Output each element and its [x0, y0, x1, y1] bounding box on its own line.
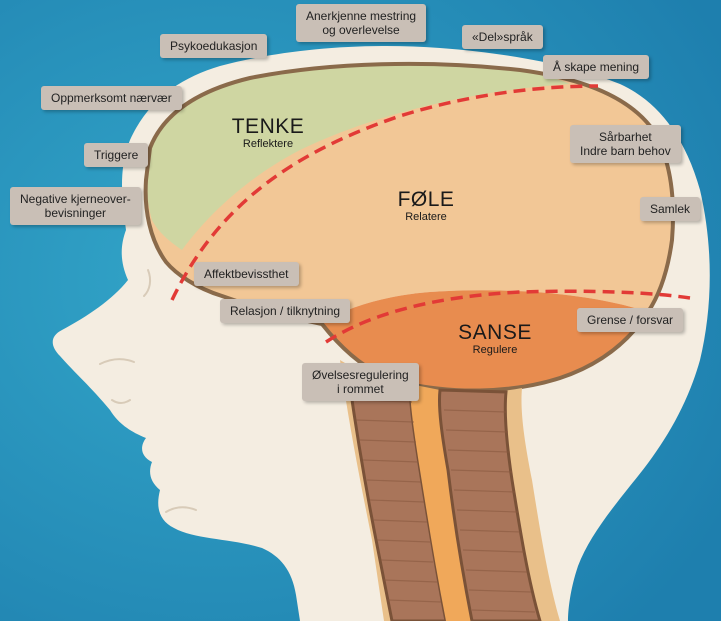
- label-grense: Grense / forsvar: [577, 308, 683, 332]
- zone-fole: FØLE Relatere: [370, 189, 482, 223]
- label-affekt: Affektbevissthet: [194, 262, 299, 286]
- label-anerkjenne: Anerkjenne mestring og overlevelse: [296, 4, 426, 42]
- label-ovelse: Øvelsesregulering i rommet: [302, 363, 419, 401]
- label-negative: Negative kjerneover- bevisninger: [10, 187, 141, 225]
- zone-sanse-subtitle: Regulere: [440, 344, 550, 356]
- label-sarbarhet-line1: Sårbarhet: [599, 130, 652, 144]
- label-relasjon: Relasjon / tilknytning: [220, 299, 350, 323]
- label-samlek: Samlek: [640, 197, 700, 221]
- label-psykoedukasjon: Psykoedukasjon: [160, 34, 267, 58]
- zone-fole-subtitle: Relatere: [370, 211, 482, 223]
- zone-tenke-title: TENKE: [205, 116, 331, 138]
- zone-tenke: TENKE Reflektere: [205, 116, 331, 150]
- label-ovelse-line1: Øvelsesregulering: [312, 368, 409, 382]
- label-negative-line2: bevisninger: [45, 206, 106, 220]
- label-negative-line1: Negative kjerneover-: [20, 192, 131, 206]
- label-sarbarhet: Sårbarhet Indre barn behov: [570, 125, 681, 163]
- label-oppmerksomt: Oppmerksomt nærvær: [41, 86, 182, 110]
- zone-tenke-subtitle: Reflektere: [205, 138, 331, 150]
- label-sarbarhet-line2: Indre barn behov: [580, 144, 671, 158]
- label-ovelse-line2: i rommet: [337, 382, 384, 396]
- zone-fole-title: FØLE: [370, 189, 482, 211]
- label-triggere: Triggere: [84, 143, 148, 167]
- label-skape-mening: Å skape mening: [543, 55, 649, 79]
- label-anerkjenne-line1: Anerkjenne mestring: [306, 9, 416, 23]
- label-anerkjenne-line2: og overlevelse: [322, 23, 399, 37]
- label-delsprak: «Del»språk: [462, 25, 543, 49]
- zone-sanse-title: SANSE: [440, 322, 550, 344]
- zone-sanse: SANSE Regulere: [440, 322, 550, 356]
